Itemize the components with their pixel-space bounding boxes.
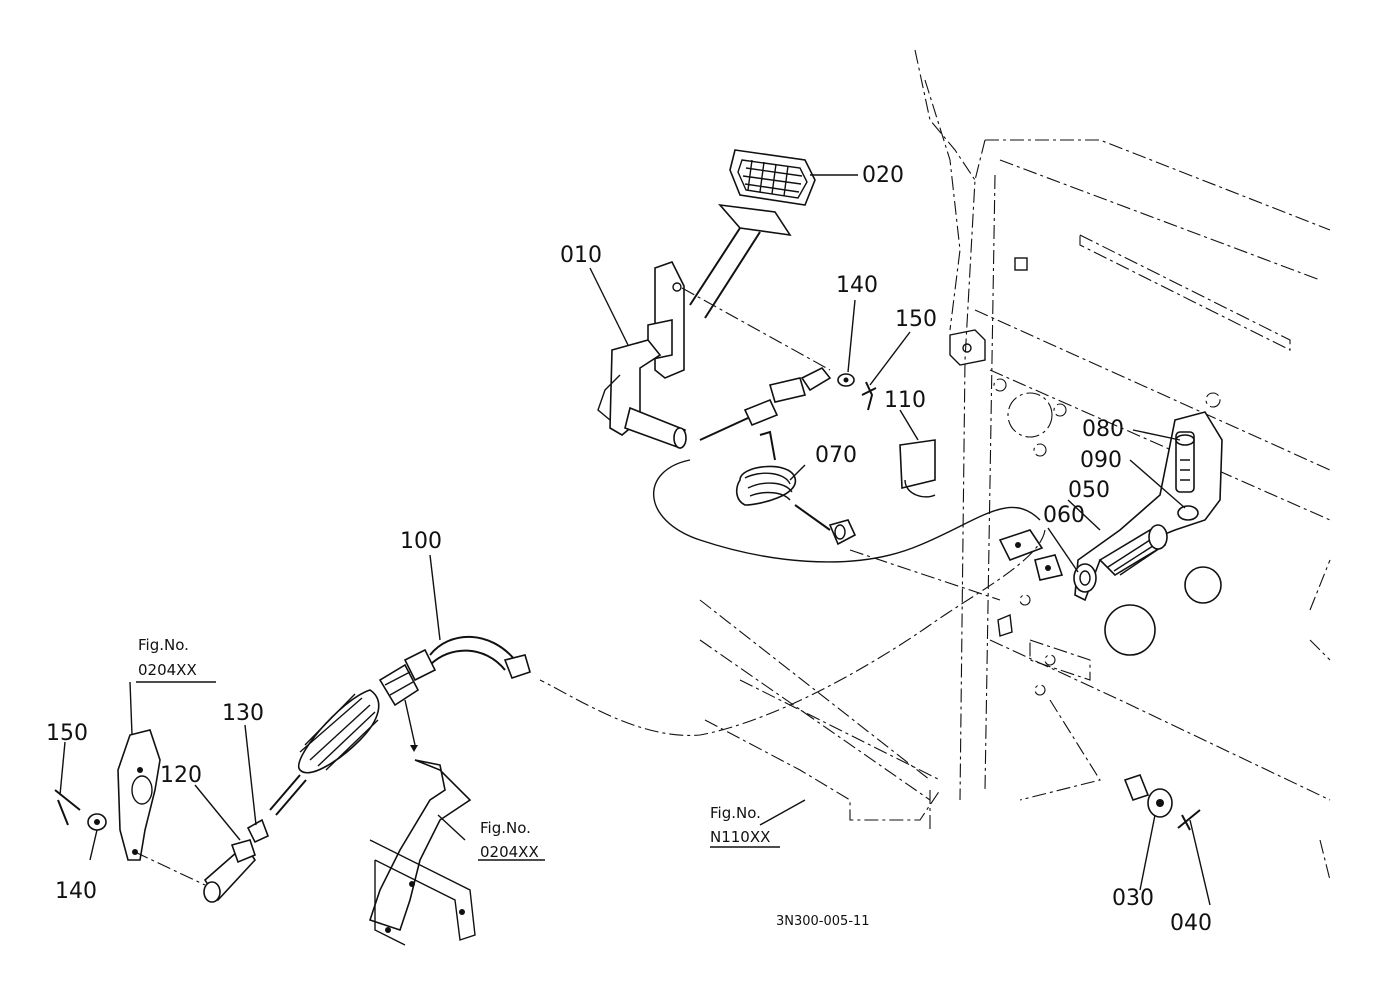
- label-070: 070: [815, 443, 857, 468]
- label-120: 120: [160, 763, 202, 788]
- label-010: 010: [560, 243, 602, 268]
- label-040: 040: [1170, 911, 1212, 936]
- control-cable: [246, 635, 531, 844]
- leader-lines: [59, 174, 1211, 906]
- frame-panel: [914, 49, 1331, 881]
- pedal-arm: [597, 203, 792, 450]
- figure-references: Fig.No. 0204XX Fig.No. 0204XX Fig.No. N1…: [138, 636, 870, 929]
- label-090: 090: [1080, 448, 1122, 473]
- floor-step: [699, 599, 941, 830]
- pedal-pad: [729, 149, 816, 206]
- return-spring: [735, 430, 857, 546]
- cable-clevis: [681, 287, 877, 441]
- hardware-cluster: [997, 411, 1223, 656]
- fig-ref-bracket-title: Fig.No.: [480, 819, 531, 837]
- cable-routing: [539, 459, 1046, 736]
- label-150-left: 150: [46, 721, 88, 746]
- fig-ref-left-code: 0204XX: [138, 661, 197, 679]
- label-110: 110: [884, 388, 926, 413]
- label-080: 080: [1082, 417, 1124, 442]
- label-130: 130: [222, 701, 264, 726]
- left-hardware: [54, 789, 107, 831]
- lower-right-hardware: [1123, 774, 1201, 831]
- label-030: 030: [1112, 886, 1154, 911]
- part-labels: 020 010 140 150 110 070 080 090 050 060 …: [46, 163, 1212, 936]
- figure-code: 3N300-005-11: [776, 914, 870, 929]
- label-150-top: 150: [895, 307, 937, 332]
- label-140-top: 140: [836, 273, 878, 298]
- fig-ref-floor-title: Fig.No.: [710, 804, 761, 822]
- lever-plate: [117, 729, 257, 903]
- fig-ref-left-title: Fig.No.: [138, 636, 189, 654]
- fig-ref-floor-code: N110XX: [710, 828, 770, 846]
- label-050: 050: [1068, 478, 1110, 503]
- label-060: 060: [1043, 503, 1085, 528]
- label-140-left: 140: [55, 879, 97, 904]
- mount-bracket: [368, 759, 476, 946]
- fig-ref-bracket-code: 0204XX: [480, 843, 539, 861]
- label-020: 020: [862, 163, 904, 188]
- label-100: 100: [400, 529, 442, 554]
- bracket-block: [899, 439, 936, 498]
